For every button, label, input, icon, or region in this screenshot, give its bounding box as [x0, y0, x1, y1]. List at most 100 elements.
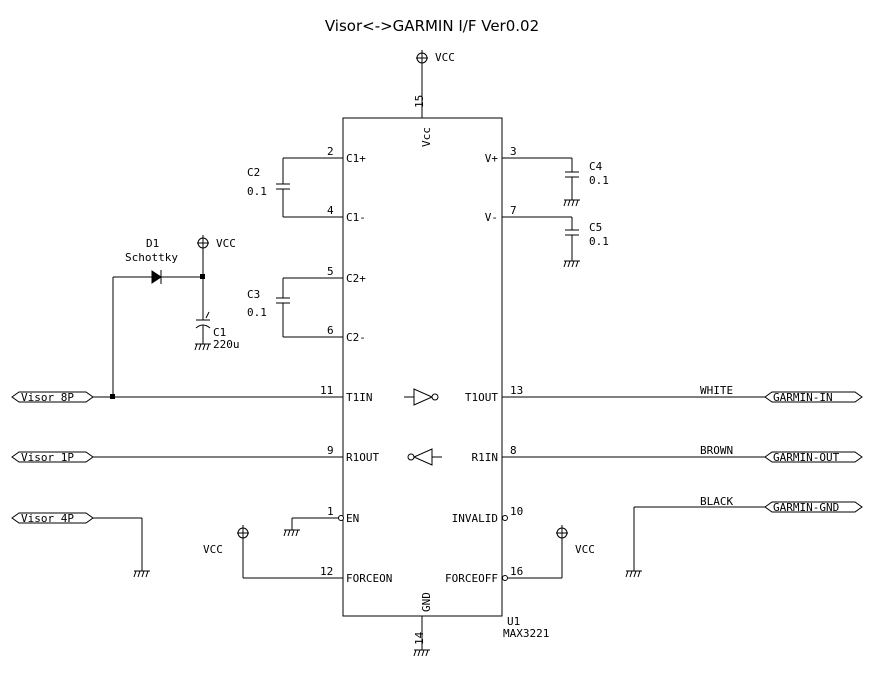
connector-visor-4p[interactable]: Visor 4P: [11, 512, 94, 525]
receiver-buffer-icon: [407, 448, 442, 466]
power-label-forceoff: VCC: [575, 543, 595, 556]
transmitter-buffer-icon: [404, 388, 439, 406]
svg-text:INVALID: INVALID: [452, 512, 498, 525]
pin-number-14: 14: [413, 631, 426, 645]
ic-part-number: MAX3221: [503, 627, 549, 640]
ground-symbol-ic: [413, 649, 430, 657]
ic-pin-r1out: 9 R1OUT: [93, 444, 379, 464]
ic-pin-vplus: 3 V+: [485, 145, 572, 165]
connector-garmin-out[interactable]: GARMIN-OUT: [764, 451, 863, 464]
c2-value: 0.1: [247, 185, 267, 198]
power-label-d1: VCC: [216, 237, 236, 250]
ic-pin-t1out: 13 T1OUT: [465, 384, 765, 404]
svg-text:Visor 1P: Visor 1P: [21, 451, 74, 464]
svg-text:FORCEOFF: FORCEOFF: [445, 572, 498, 585]
pin-name-gnd: GND: [420, 592, 433, 612]
svg-text:16: 16: [510, 565, 523, 578]
svg-text:V+: V+: [485, 152, 499, 165]
c3-ref: C3: [247, 288, 260, 301]
wire-color-black: BLACK: [700, 495, 733, 508]
power-symbol-forceon: VCC: [203, 525, 249, 556]
diode-d1: D1 Schottky: [110, 237, 205, 399]
wire-color-white: WHITE: [700, 384, 733, 397]
svg-text:7: 7: [510, 204, 517, 217]
svg-text:Visor 4P: Visor 4P: [21, 512, 74, 525]
c4-value: 0.1: [589, 174, 609, 187]
svg-text:Visor 8P: Visor 8P: [21, 391, 74, 404]
svg-text:GARMIN-GND: GARMIN-GND: [773, 501, 839, 514]
c5-ref: C5: [589, 221, 602, 234]
ic-pin-c2p: 5 C2+: [283, 265, 366, 285]
svg-text:11: 11: [320, 384, 333, 397]
svg-text:13: 13: [510, 384, 523, 397]
ic-pin-gnd: 14 GND: [413, 592, 433, 650]
power-label-forceon: VCC: [203, 543, 223, 556]
ic-reference: U1: [507, 615, 520, 628]
connector-garmin-in[interactable]: GARMIN-IN: [764, 391, 863, 404]
pin-number-15: 15: [413, 95, 426, 108]
svg-text:EN: EN: [346, 512, 359, 525]
ic-pin-invalid: 10 INVALID: [452, 505, 524, 525]
svg-text:8: 8: [510, 444, 517, 457]
capacitor-c4: C4 0.1: [563, 158, 609, 207]
svg-text:9: 9: [327, 444, 334, 457]
diagram-title: Visor<->GARMIN I/F Ver0.02: [325, 17, 539, 35]
svg-text:2: 2: [327, 145, 334, 158]
svg-text:R1OUT: R1OUT: [346, 451, 379, 464]
power-symbol-d1: VCC: [197, 235, 236, 277]
svg-text:C2+: C2+: [346, 272, 366, 285]
ic-pin-r1in: 8 R1IN: [472, 444, 765, 464]
svg-text:5: 5: [327, 265, 334, 278]
power-label-top: VCC: [435, 51, 455, 64]
ic-pin-forceon: 12 FORCEON: [242, 537, 392, 585]
c2-ref: C2: [247, 166, 260, 179]
svg-text:3: 3: [510, 145, 517, 158]
ic-pin-c1m: 4 C1-: [283, 204, 366, 224]
svg-text:GARMIN-IN: GARMIN-IN: [773, 391, 833, 404]
capacitor-c1: C1 220u: [194, 277, 240, 351]
wire-color-brown: BROWN: [700, 444, 733, 457]
svg-text:R1IN: R1IN: [472, 451, 499, 464]
svg-text:4: 4: [327, 204, 334, 217]
ic-pin-t1in: 11 T1IN: [93, 384, 373, 404]
ground-symbol-garmin: [625, 506, 765, 578]
c4-ref: C4: [589, 160, 603, 173]
svg-text:GARMIN-OUT: GARMIN-OUT: [773, 451, 840, 464]
c3-value: 0.1: [247, 306, 267, 319]
ic-pin-forceoff: 16 FORCEOFF: [445, 537, 563, 585]
ic-pin-en: 1 EN: [292, 505, 359, 525]
svg-text:FORCEON: FORCEON: [346, 572, 392, 585]
ground-symbol-en: [283, 518, 300, 537]
svg-text:1: 1: [327, 505, 334, 518]
capacitor-c5: C5 0.1: [563, 217, 609, 268]
ic-pin-c1p: 2 C1+: [283, 145, 366, 165]
connector-garmin-gnd[interactable]: GARMIN-GND: [764, 501, 863, 514]
svg-text:C1+: C1+: [346, 152, 366, 165]
connector-visor-1p[interactable]: Visor 1P: [11, 451, 94, 464]
ic-body: [342, 117, 503, 617]
svg-text:C2-: C2-: [346, 331, 366, 344]
pin-name-vcc: Vcc: [420, 127, 433, 147]
ground-symbol-visor-4p: [93, 517, 150, 578]
svg-text:V-: V-: [485, 211, 498, 224]
c1-value: 220u: [213, 338, 240, 351]
svg-text:12: 12: [320, 565, 333, 578]
capacitor-c2: C2 0.1: [247, 158, 290, 217]
d1-ref: D1: [146, 237, 159, 250]
ic-pin-vcc: 15 Vcc: [413, 68, 433, 147]
ic-pin-c2m: 6 C2-: [283, 324, 366, 344]
d1-value: Schottky: [125, 251, 178, 264]
capacitor-c3: C3 0.1: [247, 278, 290, 337]
c1-ref: C1: [213, 326, 226, 339]
power-symbol-forceoff: VCC: [556, 525, 595, 556]
c5-value: 0.1: [589, 235, 609, 248]
connector-visor-8p[interactable]: Visor 8P: [11, 391, 94, 404]
power-symbol-top: VCC: [416, 50, 455, 68]
svg-text:T1OUT: T1OUT: [465, 391, 498, 404]
svg-text:10: 10: [510, 505, 523, 518]
svg-text:C1-: C1-: [346, 211, 366, 224]
svg-text:T1IN: T1IN: [346, 391, 373, 404]
ic-pin-vminus: 7 V-: [485, 204, 572, 224]
svg-text:6: 6: [327, 324, 334, 337]
